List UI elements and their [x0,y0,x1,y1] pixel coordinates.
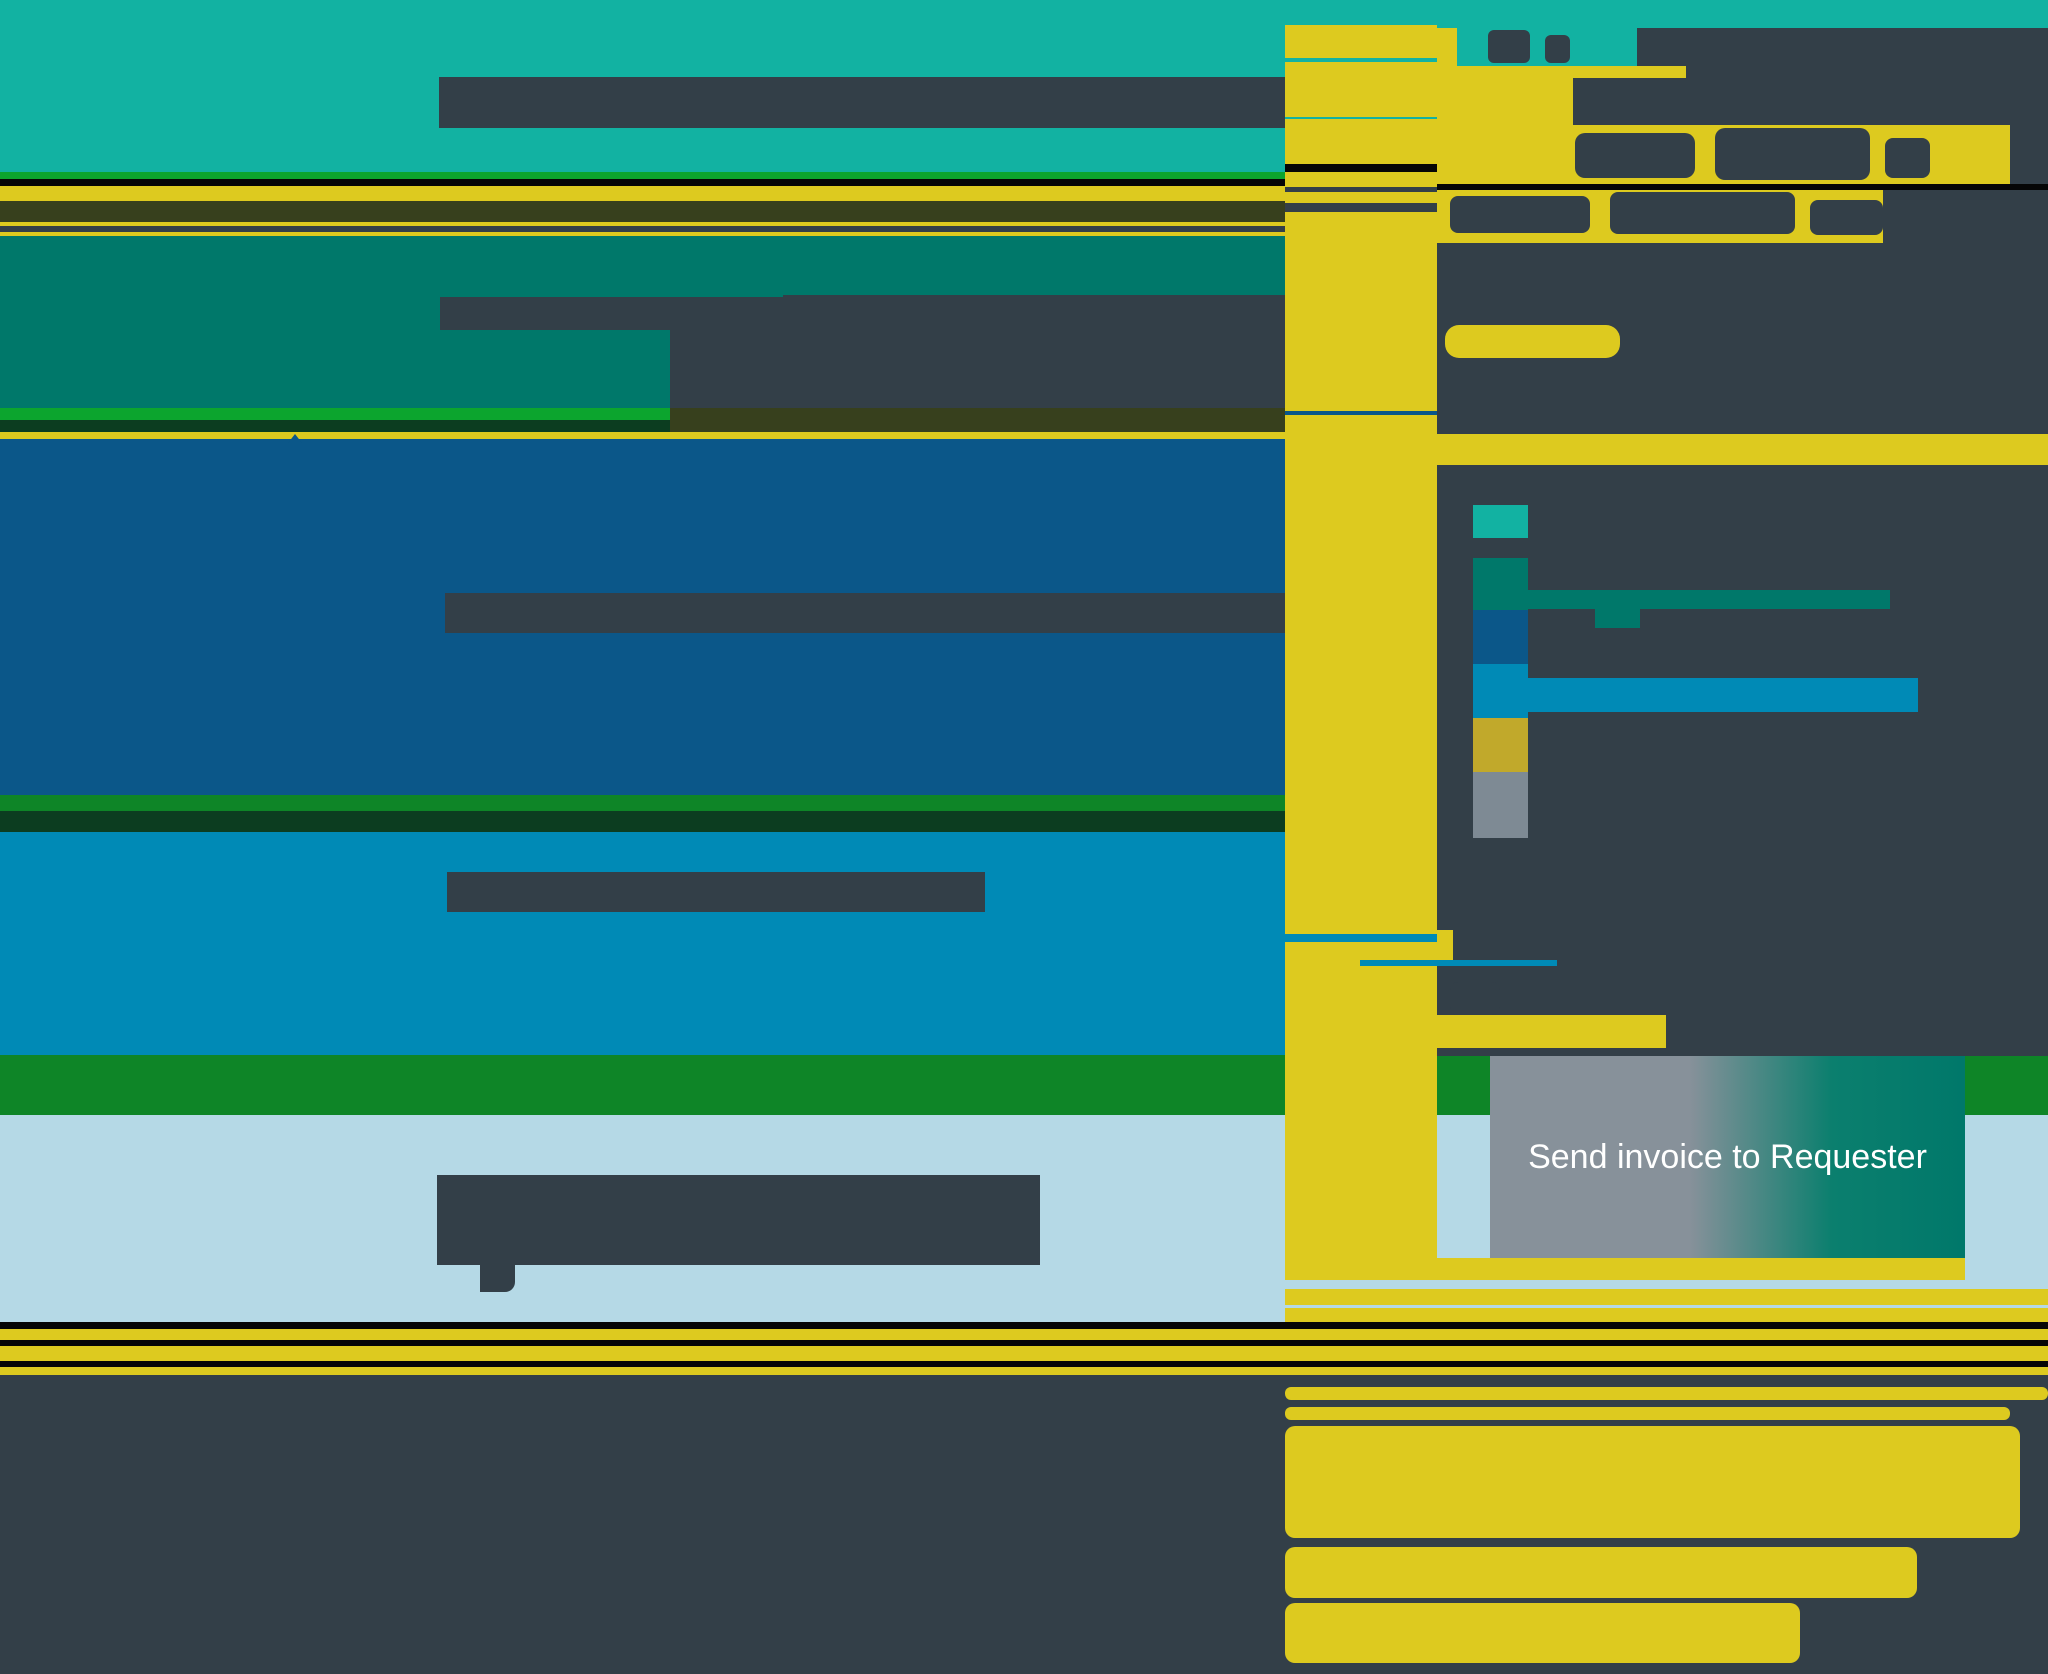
blue-line-fragment [1360,960,1557,966]
stripe-yellow [0,1367,2048,1375]
column-cross-slate2 [1285,203,1437,212]
redacted-glyph [1810,200,1883,235]
stripe-olive-right [670,408,1285,432]
stripe-black [0,1322,2048,1329]
column-cross-teal-thin [1285,117,1437,119]
yellow-fragment [1437,66,1686,78]
stripe-yellow [0,186,1285,201]
stripe-olive [0,201,1285,222]
redaction-block [783,295,1285,408]
redaction-block [670,330,783,408]
column-cross-slate [1285,187,1437,192]
redacted-glyph [1610,192,1795,234]
column-top-cap [1437,28,1457,66]
legend-swatch-dark-green [1473,558,1528,610]
redacted-glyph [1575,133,1695,178]
redaction-block-top-right [1686,66,2048,78]
yellow-fragment [1437,930,1453,960]
redacted-glyph [1450,196,1590,233]
yellow-block-thin [1285,1407,2010,1420]
lane-band-light-blue [0,832,1285,1055]
stripe-black [0,1340,2048,1346]
redaction-lane-label [447,872,985,912]
redaction-lane-label [445,593,1285,633]
legend-label-fragment-blue [1528,678,1918,712]
yellow-block-thin [1285,1387,2048,1400]
process-column [1285,25,1437,1280]
yellow-band-right [1437,434,2048,465]
legend-swatch-light-blue [1473,664,1528,718]
redacted-glyph [1885,138,1930,178]
redaction-block-top-right [1637,28,2048,66]
flow-task-label: Send invoice to Requester [1528,1137,1927,1176]
column-cross-teal [1285,58,1437,62]
column-cross-light-blue [1285,934,1437,942]
stripe-yellow-line [0,432,1285,439]
stripe-yellow [0,1346,2048,1361]
yellow-block-medium [1285,1603,1800,1663]
yellow-fragment-bar [1445,325,1620,358]
column-cross-blue [1285,411,1437,415]
legend-swatch-dark-blue [1473,610,1528,664]
yellow-row [1285,1258,1965,1280]
legend-swatch-gray [1473,772,1528,838]
redaction-lane-label-top [439,77,1285,128]
yellow-fragment-bar [1437,1015,1666,1048]
stripe-yellow [0,1329,2048,1340]
redacted-glyph [1450,982,1500,1015]
legend-label-fragment-green-tab [1595,609,1640,628]
redacted-glyph [1545,35,1570,63]
legend [1437,465,2048,1056]
yellow-row [1285,1308,2048,1322]
stripe-dark-green2 [0,811,1285,832]
stripe-yellow-thin [0,222,1285,226]
stripe-dark-green [0,420,670,432]
redaction-lane-label [440,297,783,330]
yellow-block-large [1285,1426,2020,1538]
redacted-glyph [1488,30,1530,63]
stripe-black [0,1361,2048,1367]
redaction-region-right [1883,190,2048,243]
stripe-black-right [1437,184,2048,190]
legend-swatch-olive-yellow [1473,718,1528,772]
redaction-lane-label-two-line [437,1175,1040,1265]
stripe-yellow-thin2 [0,232,1285,236]
yellow-fragment [1437,78,1573,125]
stripe-green [0,408,670,420]
redaction-block-top-right [1573,78,2048,125]
stripe-slate-thin [0,226,1285,232]
stripe-bright-green [0,172,2048,179]
yellow-block-medium [1285,1547,1917,1598]
flow-task-send-invoice: Send invoice to Requester [1490,1056,1965,1258]
stripe-green2 [0,795,1285,811]
legend-swatch-teal [1473,505,1528,538]
redacted-glyph [1715,128,1870,180]
yellow-row [1285,1289,2048,1305]
stripe-black-left [0,179,1285,186]
redaction-descender [480,1265,515,1292]
legend-label-fragment-green [1528,590,1890,609]
column-cross-black [1285,164,1437,172]
arrowhead-up-icon [288,434,302,443]
